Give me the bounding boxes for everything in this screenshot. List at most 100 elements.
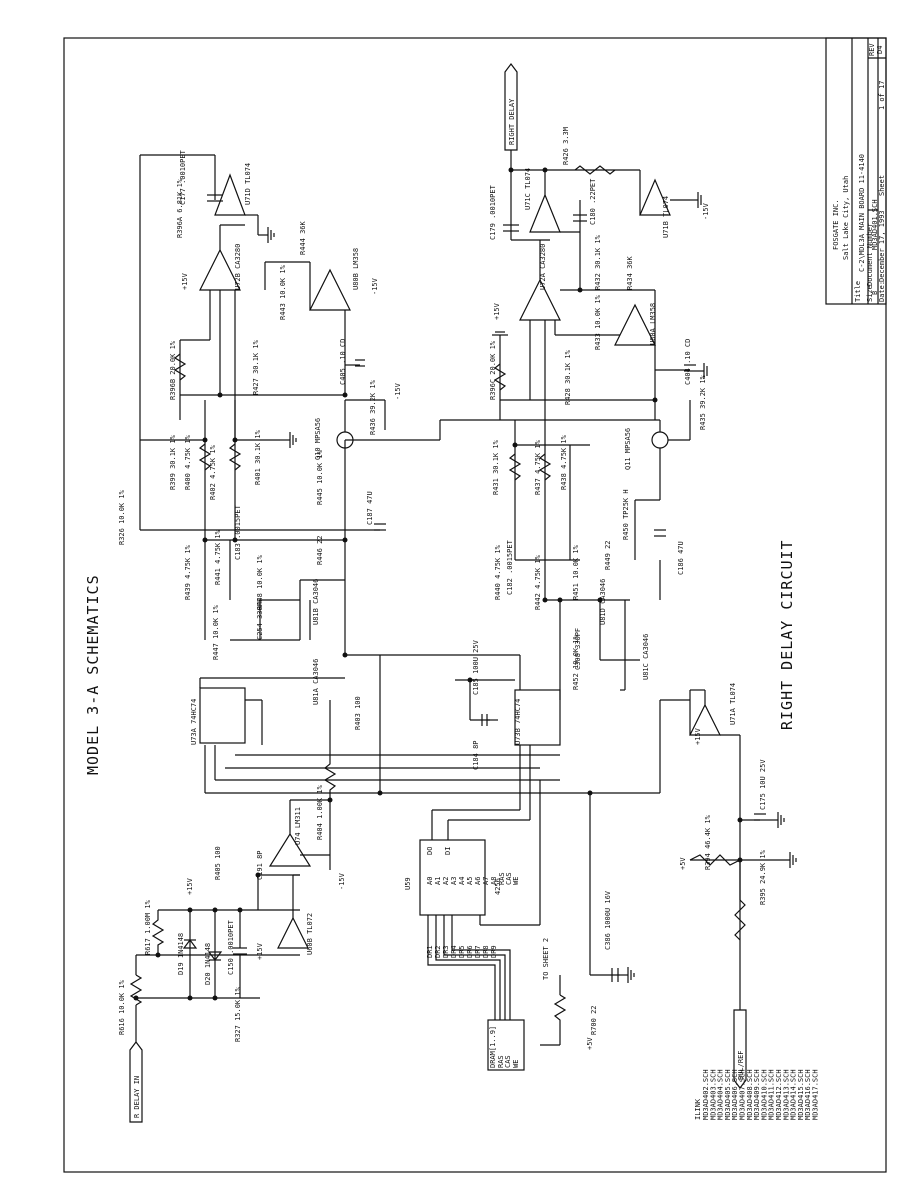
u59-pin-a1: A1 <box>434 877 442 885</box>
r327-label: R327 15.0K 1% <box>234 986 242 1042</box>
u73a-label: U73A 74HC74 <box>190 699 198 745</box>
r401-label: R401 30.1K 1% <box>254 429 262 485</box>
ground-symbols-left <box>258 227 635 983</box>
c177-label: C177 .0010PET <box>179 149 187 205</box>
q11-label: Q11 MPSA56 <box>624 428 632 470</box>
dr5-label: DR5 <box>458 945 466 958</box>
u59-pin-a3: A3 <box>450 877 458 885</box>
date-label: Date: <box>878 281 886 302</box>
r440-label: R440 4.75K 1% <box>494 544 502 600</box>
u81d-label: U81D CA3046 <box>599 579 607 625</box>
page-title: MODEL 3-A SCHEMATICS <box>84 574 102 775</box>
r396b-label: R396B 20.0K 1% <box>169 340 177 400</box>
u59-pin-we: WE <box>512 877 520 885</box>
u59-pin-cas: CAS <box>505 872 513 885</box>
u59-pin-a0: A0 <box>426 877 434 885</box>
u59-pin-a2: A2 <box>442 877 450 885</box>
ground-symbols-right <box>492 192 797 868</box>
dr1-label: DR1 <box>426 945 434 958</box>
u74-label: U74 LM311 <box>294 807 302 845</box>
file-list-item: MD3AD402.SCH <box>702 1069 710 1120</box>
file-list-item: MD3AD413.SCH <box>782 1069 790 1120</box>
revision: D4 <box>876 46 884 54</box>
dr8-label: DR8 <box>482 945 490 958</box>
u80a-opamp <box>614 303 656 346</box>
r452-label: R452 10.0K 1% <box>572 634 580 690</box>
u59-part-label: 4256 <box>494 878 502 895</box>
rail-plus5-b: +5V <box>586 1037 594 1050</box>
r443-label: R443 10.0K 1% <box>279 264 287 320</box>
dr6-label: DR6 <box>466 945 474 958</box>
r326-label: R326 10.0K 1% <box>118 489 126 545</box>
r441-label: R441 4.75K 1% <box>214 529 222 585</box>
to-sheet-2-label: TO SHEET 2 <box>542 938 550 980</box>
u74-comparator <box>268 832 312 867</box>
r396a-label: R396A 6.81K 1% <box>176 178 184 238</box>
u59-pin-a4: A4 <box>458 877 466 885</box>
u72a-ota <box>519 278 561 321</box>
c405-label: C405 .10 CD <box>339 339 347 385</box>
file-list-item: MD3AD408.SCH <box>746 1069 754 1120</box>
dr2-label: DR2 <box>434 945 442 958</box>
r436-label: R436 39.2K 1% <box>369 379 377 435</box>
r444-label: R444 36K <box>299 220 307 255</box>
c184-label: C184 8P <box>472 740 480 770</box>
r-delay-in-label: R DELAY IN <box>133 1076 141 1118</box>
we-label: WE <box>512 1060 520 1068</box>
r402-label: R402 4.75K 1% <box>209 444 217 500</box>
u59-pin-a5: A5 <box>466 877 474 885</box>
c183-label: C183 .0015PET <box>234 504 242 560</box>
sheet-label: Sheet <box>878 175 886 196</box>
u60b-opamp <box>277 916 309 949</box>
u59-pin-do: DO <box>426 847 434 855</box>
r449-label: R449 22 <box>604 540 612 570</box>
c185-label: C185 100U 25V <box>472 639 480 695</box>
file-list-item: MD3AD403.SCH <box>709 1069 717 1120</box>
u71a-opamp <box>689 703 721 736</box>
u71b-label: U71B TL074 <box>662 196 670 238</box>
r446-label: R446 22 <box>316 535 324 565</box>
file-list-item: MD3AD415.SCH <box>797 1069 805 1120</box>
rail-plus15-b: +15V <box>493 302 501 320</box>
r437-label: R437 4.75K 1% <box>534 439 542 495</box>
r433-label: R433 10.0K 1% <box>594 294 602 350</box>
r442-label: R442 4.75K 1% <box>534 554 542 610</box>
c386-label: C386 1000U 16V <box>604 890 612 950</box>
r451-label: R451 10.0K 1% <box>572 544 580 600</box>
c182-label: C182 .0015PET <box>506 539 514 595</box>
bul-ref-label: BUL/REF <box>737 1050 745 1080</box>
r427-label: R427 30.1K 1% <box>252 339 260 395</box>
r450-label: R450 TP25K H <box>622 489 630 540</box>
u72a-label: U72A CA3280 <box>539 244 547 290</box>
c150-label: C150 .0010PET <box>227 919 235 975</box>
component-labels: R DELAY IN RIGHT DELAY BUL/REF TO SHEET … <box>118 98 820 1120</box>
u71c-label: U71C TL074 <box>524 168 532 210</box>
rail-plus15-a: +15V <box>181 272 189 290</box>
c179-label: C179 .0010PET <box>489 184 497 240</box>
r432-label: R432 30.1K 1% <box>594 234 602 290</box>
rail-minus15-a: -15V <box>371 277 379 295</box>
dram-bus-label: DRAM[1..9] <box>489 1026 497 1068</box>
dr4-label: DR4 <box>450 945 458 958</box>
d20-label: D20 1N4148 <box>204 943 212 985</box>
file-list-heading: ILINK <box>694 1098 702 1120</box>
r394-label: R394 46.4K 1% <box>704 814 712 870</box>
dr7-label: DR7 <box>474 945 482 958</box>
wiring-right <box>492 63 797 1089</box>
rail-plus15-c: +15V <box>186 877 194 895</box>
size-label: Size <box>866 285 874 302</box>
title-block: FOSGATE INC. Salt Lake City, Utah Title … <box>825 37 887 305</box>
revision-label: REV <box>868 43 876 56</box>
u80a-label: U80A LM358 <box>649 303 657 345</box>
d19-label: D19 1N4148 <box>177 933 185 975</box>
file-list-item: MD3AD414.SCH <box>790 1069 798 1120</box>
u71d-label: U71D TL074 <box>244 163 252 205</box>
u59-pin-a7: A7 <box>482 877 490 885</box>
board-title: C-2\MDL3A MAIN BOARD 11-4140 <box>858 154 866 272</box>
c180-label: C180 .22PET <box>589 178 597 225</box>
q11-transistor <box>651 431 669 449</box>
title-label: Title <box>854 281 862 302</box>
u59-pin-di: DI <box>444 847 452 855</box>
